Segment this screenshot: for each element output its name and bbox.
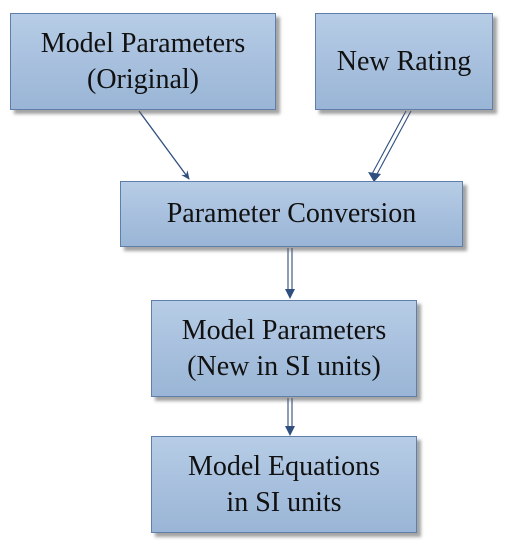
node-model-parameters-original: Model Parameters (Original) [10,13,276,110]
node-label: New Rating [336,45,472,77]
node-parameter-conversion: Parameter Conversion [120,181,463,247]
node-model-parameters-new: Model Parameters (New in SI units) [151,300,417,397]
node-new-rating: New Rating [315,13,493,110]
node-label-line2: (Original) [87,63,199,95]
node-label-line1: Model Parameters [40,27,246,59]
arrow-rating-to-conversion [368,110,412,182]
arrow-conversion-to-new-params [285,248,295,299]
node-label: Parameter Conversion [166,198,417,230]
node-label-line2: in SI units [226,486,342,518]
arrow-new-params-to-equations [285,398,295,436]
arrow-original-to-conversion [138,110,190,180]
node-model-equations: Model Equations in SI units [151,436,417,533]
node-label-line1: Model Parameters [181,314,387,346]
node-label-line1: Model Equations [187,450,381,482]
node-label-line2: (New in SI units) [187,350,381,382]
